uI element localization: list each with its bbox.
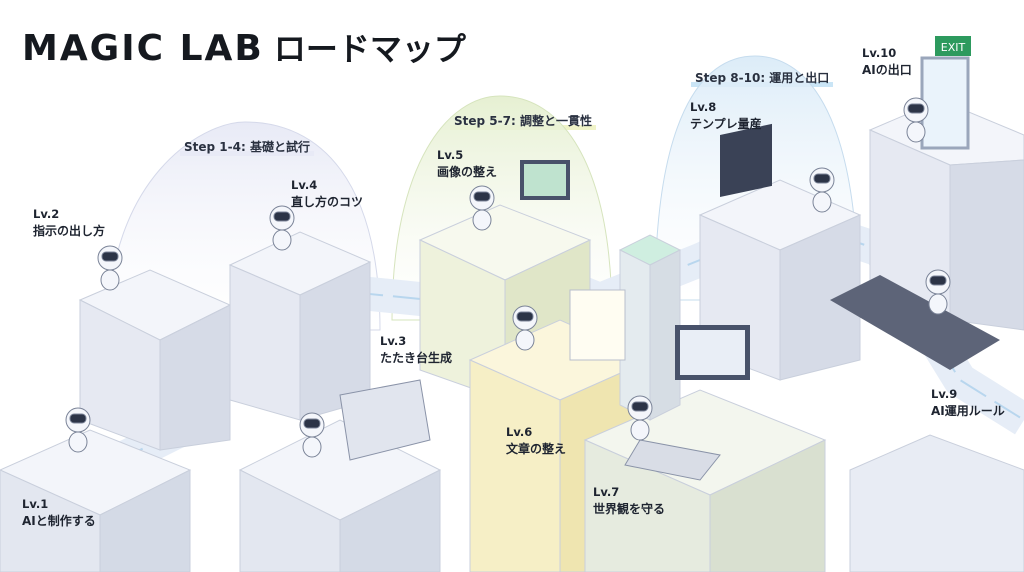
level-6: Lv.6 文章の整え [506,424,566,458]
conveyor [830,275,1000,370]
level-name: AI運用ルール [931,404,1005,418]
level-num: Lv.4 [291,178,318,192]
step-label-5-7: Step 5-7: 調整と一貫性 [450,112,596,130]
robot-icons [65,97,951,458]
exit-sign-text: EXIT [941,41,966,54]
level-num: Lv.10 [862,46,897,60]
title-suffix: ロードマップ [273,30,466,68]
level-3: Lv.3 たたき台生成 [380,333,452,367]
level-num: Lv.5 [437,148,464,162]
exit-sign [935,36,971,56]
level-4: Lv.4 直し方のコツ [291,177,363,211]
level-num: Lv.9 [931,387,958,401]
level-name: 直し方のコツ [291,195,364,209]
level-num: Lv.7 [593,485,620,499]
level-num: Lv.8 [690,100,717,114]
step-label-8-10: Step 8-10: 運用と出口 [691,69,834,87]
level-name: テンプレ量産 [690,117,762,131]
step-label-1-4: Step 1-4: 基礎と試行 [180,138,314,156]
level-7: Lv.7 世界観を守る [593,484,665,518]
level-5: Lv.5 画像の整え [437,147,497,181]
level-name: たたき台生成 [380,351,453,365]
level-8: Lv.8 テンプレ量産 [690,99,762,133]
level-num: Lv.3 [380,334,407,348]
level-num: Lv.1 [22,497,49,511]
title-brand: MAGIC LAB [22,28,264,69]
level-name: 画像の整え [437,165,498,179]
monitor-icon [720,123,772,197]
level-name: AIの出口 [862,63,912,77]
level-num: Lv.2 [33,207,60,221]
level-num: Lv.6 [506,425,533,439]
level-name: 世界観を守る [593,502,666,516]
level-name: 文章の整え [506,442,567,456]
level-2: Lv.2 指示の出し方 [33,206,105,240]
level-name: 指示の出し方 [33,224,106,238]
exit-door [920,56,970,150]
level-name: AIと制作する [22,514,96,528]
